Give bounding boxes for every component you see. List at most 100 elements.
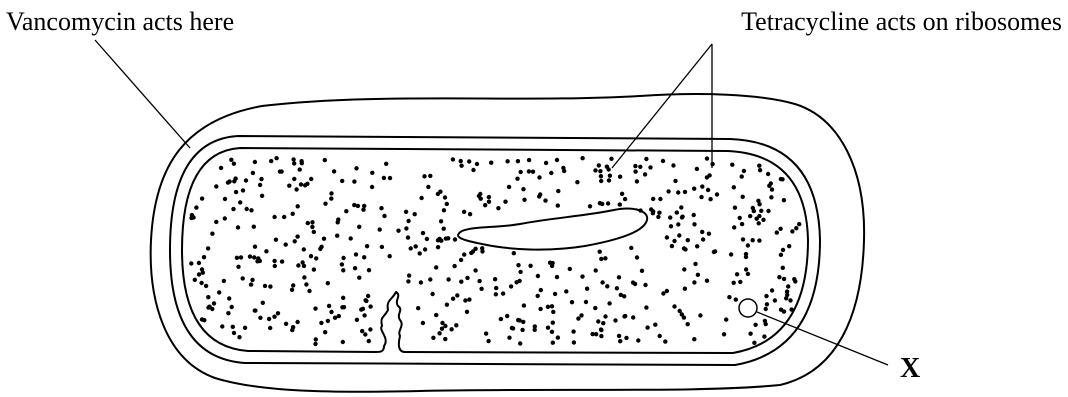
- ribosome-dot: [483, 203, 487, 207]
- ribosome-dot: [259, 177, 263, 181]
- ribosome-dot: [696, 273, 700, 277]
- ribosome-dot: [787, 244, 791, 248]
- ribosome-dot: [556, 203, 560, 207]
- ribosome-dot: [416, 306, 420, 310]
- ribosome-dot: [352, 179, 356, 183]
- ribosome-dot: [676, 222, 680, 226]
- ribosome-dot: [598, 169, 602, 173]
- ribosome-dot: [675, 210, 679, 214]
- ribosome-dot: [645, 325, 649, 329]
- ribosome-dot: [539, 288, 543, 292]
- ribosome-dot: [396, 229, 400, 233]
- ribosome-dot: [384, 162, 388, 166]
- ribosome-dot: [672, 304, 676, 308]
- ribosome-dot: [382, 176, 386, 180]
- ribosome-dot: [748, 214, 752, 218]
- ribosome-dot: [323, 202, 327, 206]
- ribosome-dot: [436, 192, 440, 196]
- ribosome-dot: [451, 297, 455, 301]
- ribosome-dot: [593, 168, 597, 172]
- ribosome-dot: [597, 163, 601, 167]
- ribosome-dot: [735, 272, 739, 276]
- ribosome-dot: [409, 246, 413, 250]
- ribosome-dot: [341, 268, 345, 272]
- ribosome-dot: [232, 162, 236, 166]
- ribosome-dot: [593, 306, 597, 310]
- ribosome-dot: [451, 157, 455, 161]
- ribosome-dot: [790, 229, 794, 233]
- ribosome-dot: [365, 244, 369, 248]
- ribosome-dot: [230, 305, 234, 309]
- ribosome-dot: [404, 226, 408, 230]
- ribosome-dot: [284, 242, 288, 246]
- ribosome-dot: [673, 179, 677, 183]
- ribosome-dot: [705, 175, 709, 179]
- ribosome-dot: [223, 216, 227, 220]
- ribosome-dot: [426, 185, 430, 189]
- ribosome-dot: [536, 274, 540, 278]
- ribosome-dot: [241, 188, 245, 192]
- ribosome-dot: [253, 308, 257, 312]
- ribosome-dot: [782, 198, 786, 202]
- ribosome-dot: [653, 323, 657, 327]
- ribosome-dot: [264, 249, 268, 253]
- ribosome-dot: [618, 175, 622, 179]
- ribosome-dot: [309, 177, 313, 181]
- ribosome-dot: [677, 233, 681, 237]
- ribosome-dot: [307, 289, 311, 293]
- ribosome-dot: [252, 225, 256, 229]
- ribosome-dot: [484, 331, 488, 335]
- ribosome-dot: [606, 167, 610, 171]
- ribosome-dot: [752, 209, 756, 213]
- ribosome-dot: [312, 267, 316, 271]
- ribosome-dot: [797, 222, 801, 226]
- ribosome-dot: [496, 206, 500, 210]
- ribosome-dot: [773, 298, 777, 302]
- ribosome-dot: [544, 161, 548, 165]
- ribosome-dot: [585, 287, 589, 291]
- ribosome-dot: [693, 262, 697, 266]
- ribosome-dot: [493, 277, 497, 281]
- ribosome-dot: [551, 321, 555, 325]
- ribosome-dot: [579, 313, 583, 317]
- ribosome-dot: [708, 197, 712, 201]
- ribosome-dot: [744, 255, 748, 259]
- ribosome-dot: [413, 212, 417, 216]
- ribosome-dot: [738, 280, 742, 284]
- ribosome-dot: [788, 298, 792, 302]
- ribosome-dot: [705, 156, 709, 160]
- ribosome-dot: [511, 326, 515, 330]
- ribosome-dot: [449, 327, 453, 331]
- ribosome-dot: [692, 222, 696, 226]
- ribosome-dot: [644, 305, 648, 309]
- ribosome-dot: [295, 234, 299, 238]
- ribosome-dot: [428, 174, 432, 178]
- ribosome-dot: [770, 187, 774, 191]
- ribosome-dot: [712, 250, 716, 254]
- ribosome-dot: [290, 288, 294, 292]
- ribosome-dot: [580, 274, 584, 278]
- ribosome-dot: [507, 336, 511, 340]
- ribosome-dot: [680, 215, 684, 219]
- ribosome-dot: [462, 210, 466, 214]
- ribosome-dot: [763, 319, 767, 323]
- ribosome-dot: [437, 331, 441, 335]
- ribosome-dot: [522, 198, 526, 202]
- ribosome-dot: [748, 332, 752, 336]
- ribosome-dot: [249, 282, 253, 286]
- ribosome-dot: [353, 266, 357, 270]
- ribosome-dot: [638, 208, 642, 212]
- ribosome-dot: [323, 330, 327, 334]
- ribosome-dot: [319, 321, 323, 325]
- ribosome-dot: [421, 321, 425, 325]
- ribosome-dot: [509, 284, 513, 288]
- ribosome-dot: [527, 158, 531, 162]
- ribosome-dot: [608, 174, 612, 178]
- ribosome-dot: [357, 276, 361, 280]
- ribosome-dot: [663, 339, 667, 343]
- ribosome-dot: [282, 215, 286, 219]
- ribosome-dot: [473, 268, 477, 272]
- ribosome-dot: [643, 283, 647, 287]
- ribosome-dot: [777, 275, 781, 279]
- ribosome-dot: [759, 209, 763, 213]
